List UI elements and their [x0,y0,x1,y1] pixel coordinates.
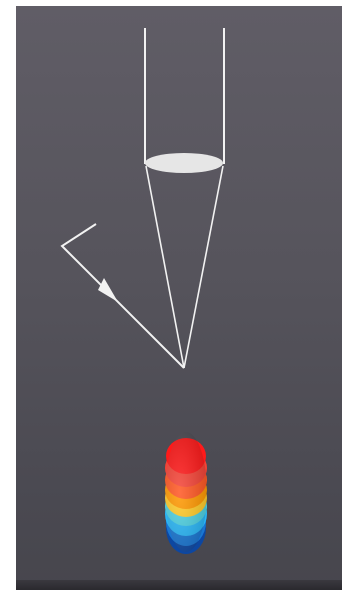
diagram-canvas [16,6,342,590]
beam-arrow-icon [98,278,118,302]
cone-right-edge [184,166,223,368]
droplet [165,432,207,554]
objective-lens [145,153,223,173]
bottom-shadow-bar [16,580,342,590]
incident-beam-line [62,224,184,368]
cone-left-edge [146,166,184,368]
optical-setup-diagram [16,6,342,590]
